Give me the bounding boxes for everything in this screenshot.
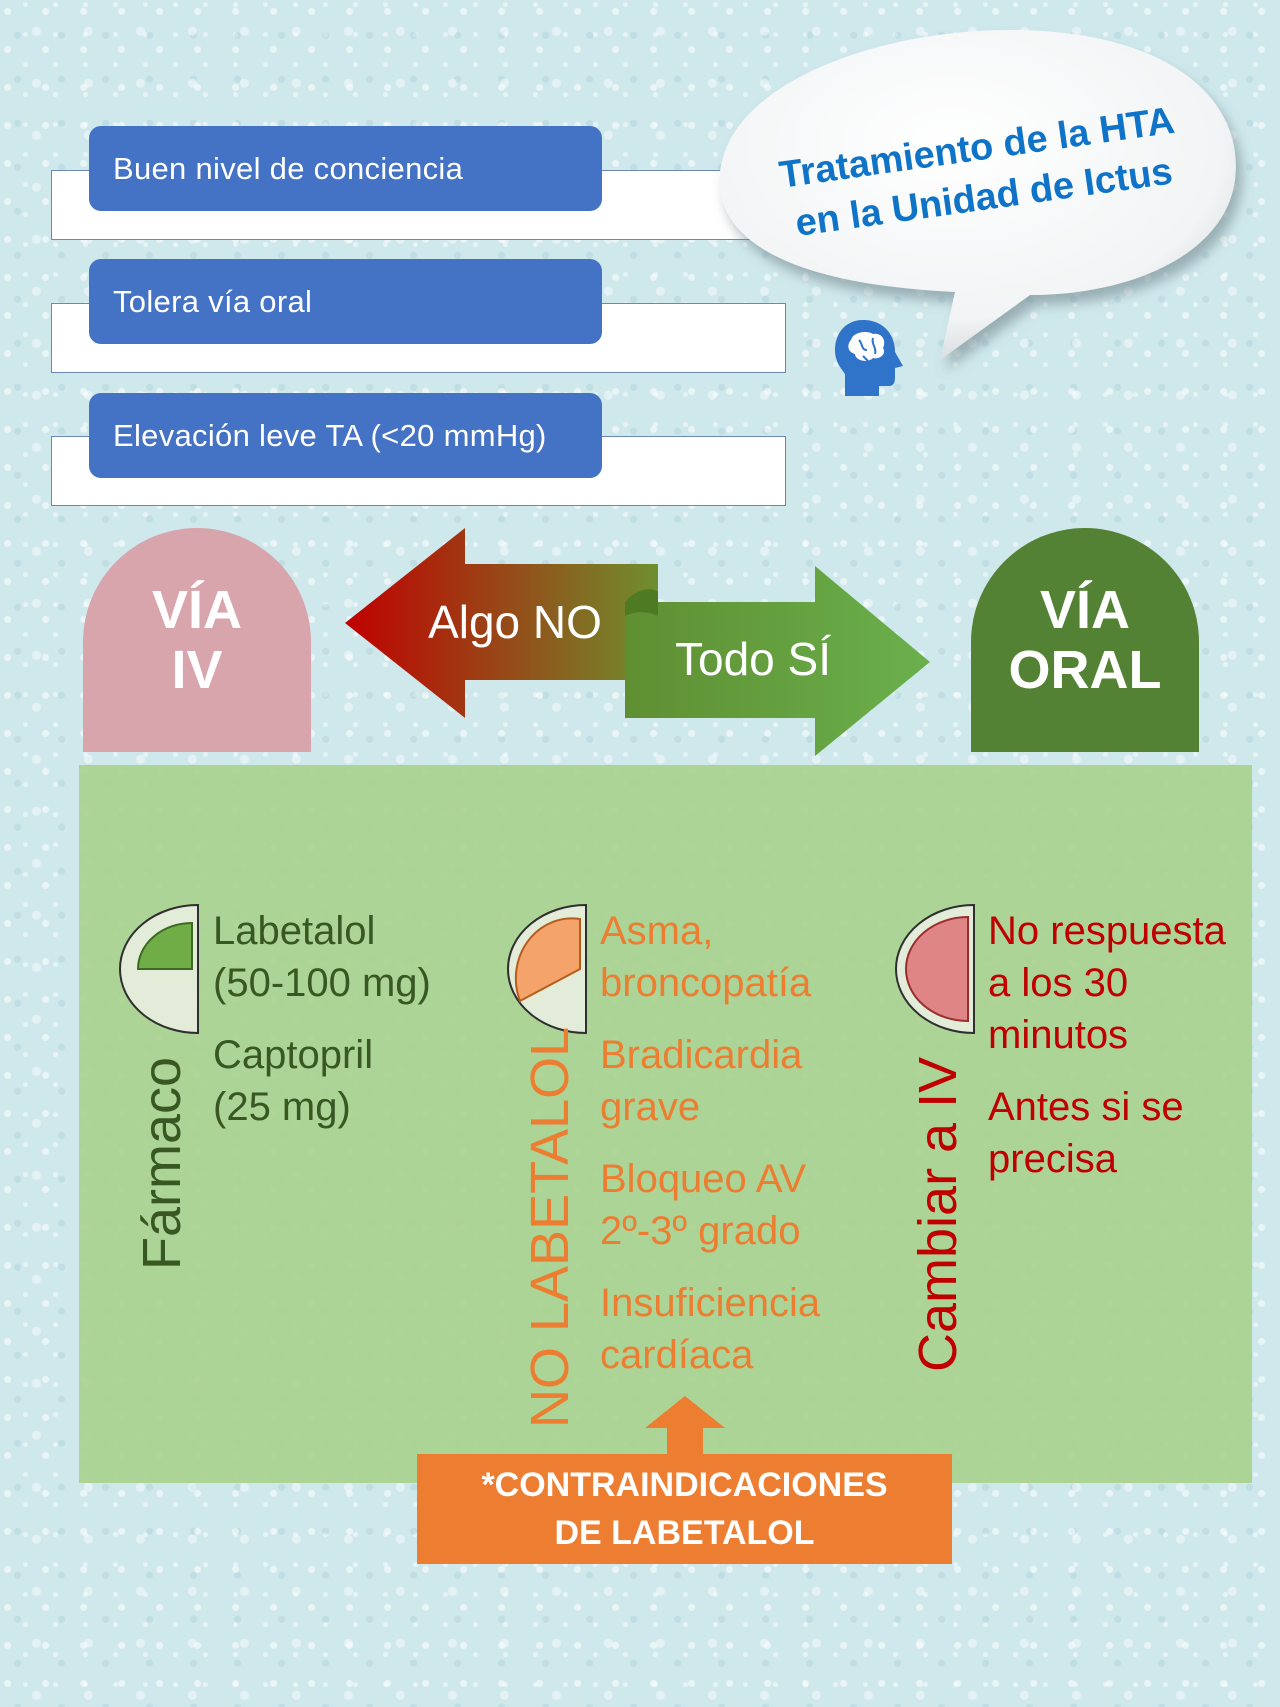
condition-pill-2: Tolera vía oral <box>89 259 602 344</box>
cambiar-list: No respuesta a los 30 minutos Antes si se p… <box>988 905 1226 1205</box>
via-oral-line2: ORAL <box>1008 640 1162 700</box>
cambiar-item-line: precisa <box>988 1137 1117 1181</box>
cambiar-item: Antes si se precisa <box>988 1081 1226 1185</box>
algo-no-label: Algo NO <box>428 596 602 648</box>
cambiar-item-line: a los 30 <box>988 961 1129 1005</box>
condition-pill-1: Buen nivel de conciencia <box>89 126 602 211</box>
quarter-pie-icon <box>118 903 199 1035</box>
no-labetalol-item-line: Bradicardia <box>600 1033 803 1077</box>
farmaco-item-line: Captopril <box>213 1033 374 1077</box>
contraindicaciones-line2: DE LABETALOL <box>554 1514 815 1552</box>
farmaco-item: Labetalol (50-100 mg) <box>213 905 431 1009</box>
condition-label: Tolera vía oral <box>113 283 313 319</box>
cambiar-item-line: No respuesta <box>988 909 1226 953</box>
via-iv-line1: VÍA <box>151 580 243 640</box>
head-brain-icon <box>835 320 903 396</box>
farmaco-item-line: (50-100 mg) <box>213 961 431 1005</box>
no-labetalol-item-line: cardíaca <box>600 1333 754 1377</box>
farmaco-item-line: Labetalol <box>213 909 376 953</box>
no-labetalol-item: Bradicardia grave <box>600 1029 820 1133</box>
via-oral-line1: VÍA <box>1039 580 1131 640</box>
via-iv-line2: IV <box>171 640 223 700</box>
no-labetalol-item: Bloqueo AV 2º-3º grado <box>600 1153 820 1257</box>
farmaco-title: Fármaco <box>132 1056 192 1270</box>
quarter-pie-icon <box>506 903 587 1035</box>
condition-label: Buen nivel de conciencia <box>113 150 464 186</box>
contraindicaciones-box: *CONTRAINDICACIONES DE LABETALOL <box>417 1454 952 1564</box>
treatment-panel <box>79 765 1252 1483</box>
no-labetalol-item-line: broncopatía <box>600 961 812 1005</box>
no-labetalol-item-line: 2º-3º grado <box>600 1209 801 1253</box>
speech-bubble: Tratamiento de la HTA en la Unidad de Ic… <box>719 30 1236 360</box>
cambiar-item-line: minutos <box>988 1013 1129 1057</box>
up-arrow <box>645 1396 725 1458</box>
via-oral-block: VÍA ORAL <box>971 528 1199 752</box>
no-labetalol-item-line: grave <box>600 1085 701 1129</box>
via-iv-block: VÍA IV <box>83 528 311 752</box>
no-labetalol-item-line: Insuficiencia <box>600 1281 821 1325</box>
cambiar-title: Cambiar a IV <box>908 1056 968 1372</box>
no-labetalol-item-line: Bloqueo AV <box>600 1157 807 1201</box>
farmaco-list: Labetalol (50-100 mg) Captopril (25 mg) <box>213 905 431 1153</box>
no-labetalol-item-line: Asma, <box>600 909 714 953</box>
condition-label: Elevación leve TA (<20 mmHg) <box>113 417 547 453</box>
todo-si-label: Todo SÍ <box>675 633 831 685</box>
condition-pill-3: Elevación leve TA (<20 mmHg) <box>89 393 602 478</box>
no-labetalol-title: NO LABETALOL <box>520 1026 580 1428</box>
farmaco-item: Captopril (25 mg) <box>213 1029 431 1133</box>
cambiar-item: No respuesta a los 30 minutos <box>988 905 1226 1061</box>
decision-arrows: Algo NO Todo SÍ <box>345 528 930 756</box>
no-labetalol-list: Asma, broncopatía Bradicardia grave Bloque… <box>600 905 820 1401</box>
farmaco-item-line: (25 mg) <box>213 1085 351 1129</box>
cambiar-item-line: Antes si se <box>988 1085 1184 1129</box>
semicircle-icon <box>894 903 975 1035</box>
no-labetalol-item: Asma, broncopatía <box>600 905 820 1009</box>
contraindicaciones-line1: *CONTRAINDICACIONES <box>481 1466 888 1504</box>
no-labetalol-item: Insuficiencia cardíaca <box>600 1277 820 1381</box>
